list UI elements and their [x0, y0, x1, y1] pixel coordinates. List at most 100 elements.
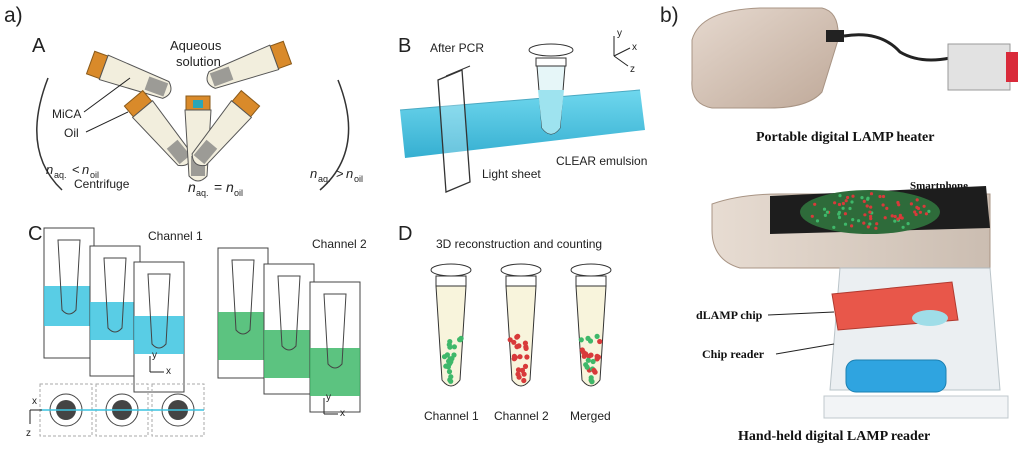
- svg-text:n: n: [188, 179, 196, 195]
- clear-emulsion-label: CLEAR emulsion: [556, 154, 647, 168]
- condition-eq: n aq. = n oil: [188, 179, 243, 198]
- droplet: [441, 354, 448, 360]
- dlamp-pointer: [767, 311, 835, 316]
- svg-text:=: =: [214, 179, 222, 195]
- screen-dot: [851, 218, 855, 222]
- screen-dot: [890, 214, 894, 218]
- screen-dot: [865, 204, 869, 208]
- droplet: [591, 367, 597, 374]
- screen-dot: [893, 214, 897, 219]
- screen-dot: [810, 214, 814, 218]
- screen-dot: [843, 222, 848, 226]
- panel-b: B After PCR CLEAR emulsion Light sheet y…: [398, 28, 647, 193]
- screen-dot: [869, 214, 873, 218]
- screen-dot: [898, 213, 903, 217]
- tube-d2: [500, 263, 542, 387]
- droplet: [524, 354, 530, 360]
- light-sheet-label: Light sheet: [482, 167, 541, 181]
- screen-dot: [844, 199, 848, 203]
- screen-dot: [866, 196, 870, 200]
- svg-text:z: z: [26, 428, 31, 439]
- panel-d-title: 3D reconstruction and counting: [436, 237, 602, 251]
- svg-text:oil: oil: [234, 188, 243, 198]
- svg-text:x: x: [32, 396, 37, 407]
- axes-c2: y x: [323, 392, 345, 419]
- droplet: [584, 364, 590, 370]
- droplet: [522, 340, 529, 346]
- screen-dot: [893, 219, 897, 223]
- screen-dot: [848, 206, 852, 211]
- screen-dot: [866, 225, 870, 229]
- aqueous-label-1: Aqueous: [170, 38, 222, 53]
- droplet: [515, 367, 522, 373]
- screen-dot: [881, 203, 885, 207]
- droplet: [594, 333, 600, 339]
- droplet: [522, 363, 529, 369]
- svg-text:aq.: aq.: [318, 174, 331, 184]
- aqueous-label-2: solution: [176, 54, 221, 69]
- svg-text:<: <: [72, 162, 80, 177]
- screen-dot: [833, 201, 837, 205]
- svg-text:aq.: aq.: [54, 170, 67, 180]
- droplet: [597, 338, 603, 345]
- svg-text:x: x: [632, 42, 637, 53]
- droplet: [585, 335, 591, 341]
- droplet: [521, 371, 527, 377]
- screen-dot: [857, 219, 861, 223]
- cross-sections: [39, 383, 205, 437]
- slab-c1-2: [89, 245, 141, 377]
- heater-device: [691, 7, 1018, 109]
- slab-c2-2: [263, 263, 315, 395]
- screen-dot: [837, 202, 842, 207]
- mica-label: MiCA: [52, 107, 81, 121]
- oil-pointer: [85, 111, 129, 133]
- droplet: [451, 352, 457, 358]
- droplet: [447, 377, 453, 383]
- screen-dot: [851, 194, 855, 198]
- phone-screen-dots: [810, 192, 931, 230]
- svg-text:n: n: [346, 166, 353, 181]
- screen-dot: [869, 217, 873, 221]
- screen-dot: [837, 215, 842, 220]
- svg-text:x: x: [166, 366, 171, 377]
- tube-a1: [85, 50, 172, 99]
- panel-a: A Aqueous solution: [32, 35, 363, 198]
- tube-a4: [191, 89, 261, 167]
- screen-dot: [860, 196, 864, 200]
- droplet: [523, 345, 529, 351]
- bracket-left: [36, 77, 63, 191]
- svg-text:n: n: [310, 166, 317, 181]
- screen-dot: [868, 222, 872, 226]
- bracket-right: [319, 79, 350, 191]
- droplet: [458, 337, 464, 343]
- screen-dot: [863, 213, 867, 217]
- screen-dot: [832, 225, 836, 229]
- svg-text:n: n: [46, 162, 53, 177]
- screen-dot: [883, 216, 887, 220]
- screen-dot: [913, 210, 917, 214]
- screen-dot: [900, 216, 904, 220]
- svg-text:aq.: aq.: [196, 188, 209, 198]
- chip-reader-label: Chip reader: [702, 347, 765, 361]
- svg-text:y: y: [326, 392, 331, 403]
- screen-dot: [868, 210, 872, 214]
- screen-dot: [822, 207, 827, 211]
- mica-pointer: [83, 77, 131, 113]
- screen-dot: [924, 212, 929, 216]
- panel-b-letter: B: [398, 35, 411, 57]
- svg-text:z: z: [630, 64, 635, 75]
- screen-dot: [918, 210, 923, 214]
- screen-dot: [885, 206, 889, 210]
- droplet: [585, 357, 591, 363]
- screen-dot: [914, 212, 918, 217]
- condition-lt: n aq. < n oil: [46, 162, 99, 180]
- screen-dot: [906, 222, 910, 226]
- droplet: [594, 353, 600, 359]
- heater-caption: Portable digital LAMP heater: [756, 130, 934, 145]
- channel1-label: Channel 1: [148, 229, 203, 243]
- panel-right: Portable digital LAMP heater Smartphone …: [691, 7, 1018, 444]
- screen-dot: [862, 221, 866, 225]
- tube-d1-dots: [441, 335, 464, 384]
- after-pcr-label: After PCR: [430, 41, 484, 55]
- channel2-label: Channel 2: [312, 237, 367, 251]
